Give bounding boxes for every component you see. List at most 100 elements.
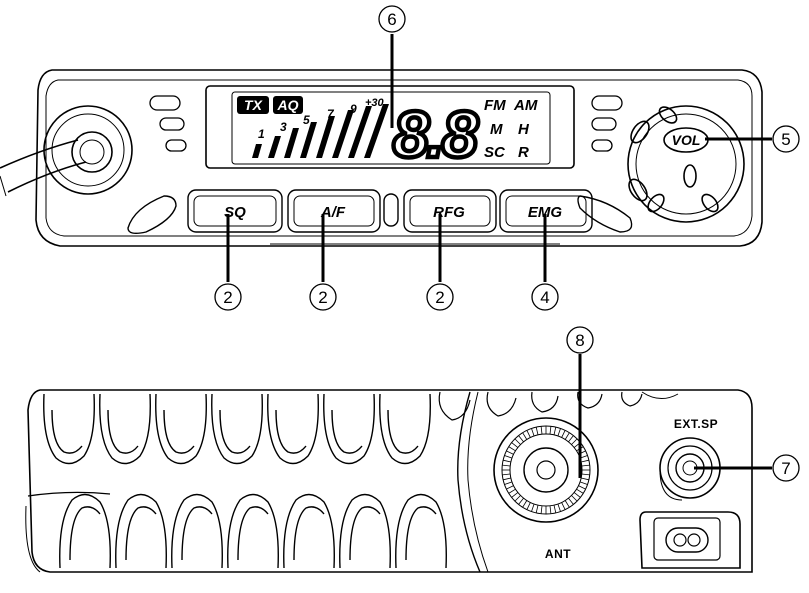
knurl-line bbox=[502, 473, 511, 476]
svg-text:2: 2 bbox=[318, 288, 327, 307]
knurl-line bbox=[553, 427, 557, 435]
vol-label: VOL bbox=[672, 132, 701, 148]
knurl-line bbox=[576, 488, 584, 494]
knurl-line bbox=[561, 430, 566, 438]
knurl-line bbox=[508, 446, 516, 452]
emg-button-label: EMG bbox=[528, 204, 563, 221]
knurl-line bbox=[503, 459, 511, 463]
antenna-connector bbox=[493, 417, 599, 523]
knurl-line bbox=[535, 505, 539, 513]
sq-button-label: SQ bbox=[224, 204, 246, 221]
signal-label-9: 9 bbox=[350, 102, 357, 116]
mode-sc: SC bbox=[484, 144, 506, 161]
svg-text:5: 5 bbox=[781, 130, 790, 149]
knurl-line bbox=[578, 485, 586, 490]
front-button-row: SQ A/F RFG EMG bbox=[127, 189, 633, 235]
mode-fm: FM bbox=[484, 97, 506, 114]
rear-callouts: 7 8 bbox=[566, 326, 800, 482]
svg-text:6: 6 bbox=[387, 10, 396, 29]
knurl-line bbox=[581, 477, 589, 481]
knurl-line bbox=[506, 450, 514, 455]
left-wedge bbox=[127, 195, 177, 235]
knurl-line bbox=[504, 455, 513, 459]
channel-digits: 8.8 bbox=[393, 97, 479, 171]
knurl-line bbox=[549, 505, 552, 514]
svg-text:4: 4 bbox=[540, 288, 549, 307]
signal-label-5: 5 bbox=[303, 113, 310, 127]
knurl-line bbox=[561, 502, 566, 510]
signal-label-1: 1 bbox=[258, 127, 265, 141]
knurl-line bbox=[526, 430, 531, 438]
rear-leader-lines bbox=[578, 354, 772, 478]
knurl-line bbox=[581, 464, 590, 467]
svg-text:2: 2 bbox=[223, 288, 232, 307]
svg-text:8: 8 bbox=[575, 331, 584, 350]
knurl-line bbox=[503, 477, 511, 481]
knurl-line bbox=[573, 492, 581, 498]
svg-text:2: 2 bbox=[435, 288, 444, 307]
callout-af: 2 bbox=[309, 283, 337, 311]
callout-ant: 8 bbox=[566, 326, 594, 354]
knurl-line bbox=[557, 503, 561, 512]
callout-emg: 4 bbox=[531, 283, 559, 311]
callout-rfg: 2 bbox=[426, 283, 454, 311]
mode-r: R bbox=[518, 144, 529, 161]
power-connector bbox=[639, 511, 741, 569]
callout-sq: 2 bbox=[214, 283, 242, 311]
rfg-button-label: RFG bbox=[433, 204, 465, 221]
knurl-line bbox=[564, 500, 570, 508]
af-button-label: A/F bbox=[320, 204, 346, 221]
mic-connector bbox=[0, 105, 133, 197]
rear-housing bbox=[27, 389, 753, 573]
volume-knob[interactable]: VOL bbox=[625, 104, 745, 223]
knurl-line bbox=[581, 473, 590, 476]
knurl-line bbox=[571, 495, 578, 502]
signal-meter bbox=[252, 104, 389, 158]
heatsink-upper bbox=[43, 393, 431, 465]
knurl-line bbox=[518, 435, 524, 443]
front-housing-inner bbox=[45, 79, 753, 237]
right-indicator-slots bbox=[591, 95, 623, 152]
mode-h: H bbox=[518, 121, 530, 138]
front-callouts: 2 2 2 4 5 6 bbox=[214, 5, 800, 311]
right-wedge bbox=[577, 195, 633, 233]
rfg-button[interactable]: RFG bbox=[403, 189, 497, 233]
knurl-line bbox=[506, 485, 514, 490]
lcd-display: TX AQ 1 3 5 7 9 +30 8.8 FM AM M H SC R bbox=[237, 95, 538, 173]
knurl-line bbox=[568, 497, 574, 505]
knurl-line bbox=[511, 442, 519, 448]
knurl-line bbox=[526, 502, 531, 510]
knurl-line bbox=[508, 488, 516, 494]
signal-label-plus30: +30 bbox=[365, 97, 385, 109]
knurl-line bbox=[511, 492, 519, 498]
knurl-line bbox=[531, 428, 535, 437]
knurl-line bbox=[553, 505, 557, 513]
ant-label: ANT bbox=[545, 547, 571, 561]
knurl-line bbox=[540, 505, 543, 514]
callout-vol: 5 bbox=[772, 125, 800, 153]
front-leader-lines bbox=[226, 34, 772, 282]
lcd-frame bbox=[205, 85, 575, 169]
signal-label-3: 3 bbox=[280, 120, 287, 134]
mode-am: AM bbox=[513, 97, 538, 114]
af-button[interactable]: A/F bbox=[287, 189, 381, 233]
callout-ext-sp: 7 bbox=[772, 454, 800, 482]
callout-lcd: 6 bbox=[378, 5, 406, 33]
knurl-line bbox=[514, 495, 521, 502]
sq-button[interactable]: SQ bbox=[187, 189, 283, 233]
front-housing bbox=[35, 69, 763, 247]
knurl-line bbox=[571, 438, 578, 445]
knurl-line bbox=[522, 500, 528, 508]
knurl-line bbox=[581, 459, 589, 463]
knurl-line bbox=[514, 438, 521, 445]
knurl-line bbox=[579, 481, 588, 485]
tx-badge: TX bbox=[244, 97, 264, 113]
heatsink-lower bbox=[59, 493, 447, 569]
signal-label-7: 7 bbox=[327, 107, 335, 121]
knurl-line bbox=[504, 481, 513, 485]
knurl-line bbox=[518, 497, 524, 505]
ext-sp-label: EXT.SP bbox=[674, 417, 718, 431]
knurl-line bbox=[557, 428, 561, 437]
